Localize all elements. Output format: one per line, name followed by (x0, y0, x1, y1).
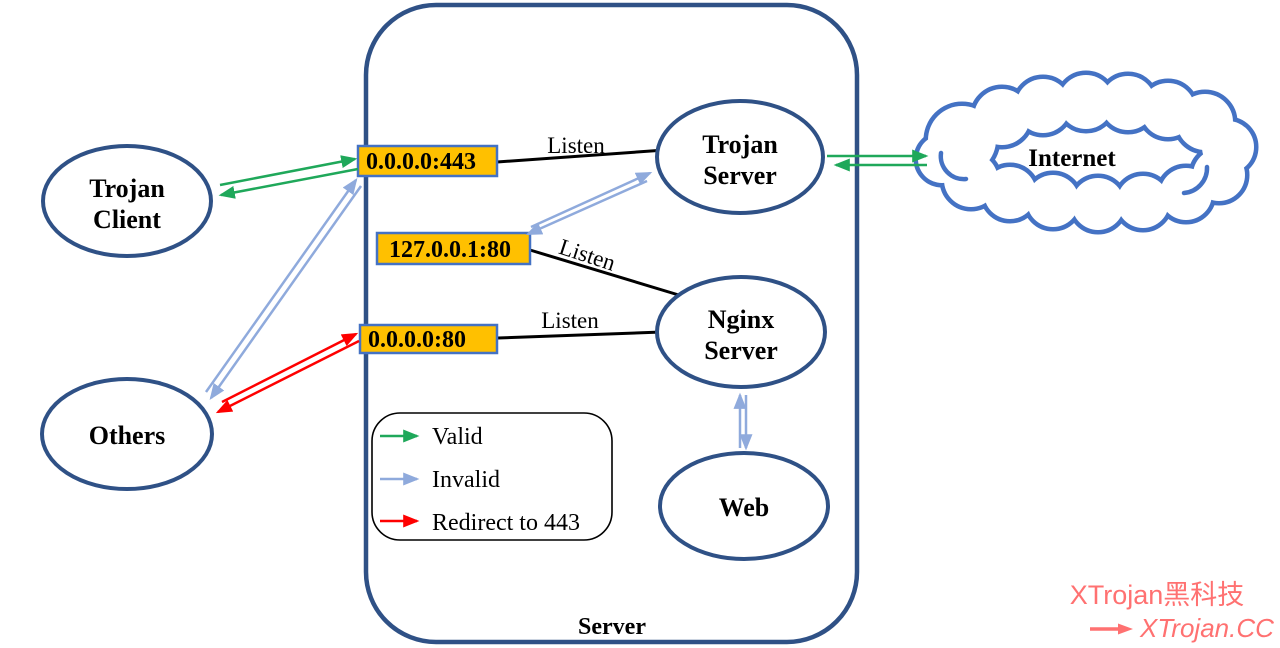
legend-label-invalid: Invalid (432, 467, 500, 493)
watermark-brand: XTrojan黑科技 (1070, 580, 1245, 610)
listen-label-loopback: Listen (556, 234, 619, 276)
invalid-arrow-trojan-to-loopback (525, 179, 648, 236)
trojan-server-label-line1: Trojan (702, 130, 778, 159)
web-label: Web (719, 493, 770, 522)
port-label-loopback: 127.0.0.1:80 (389, 237, 511, 263)
port-label-80: 0.0.0.0:80 (368, 327, 466, 353)
watermark-site: XTrojan.CC (1139, 613, 1274, 643)
node-ellipses (40, 99, 830, 561)
listen-label-80: Listen (541, 308, 599, 333)
redirect-arrow-others-to-80 (221, 332, 359, 404)
server-container-label: Server (578, 614, 646, 640)
internet-label: Internet (1028, 145, 1116, 172)
listen-label-443: Listen (547, 133, 605, 158)
legend: Valid Invalid Redirect to 443 (371, 412, 613, 541)
trojan-client-label-line1: Trojan (89, 174, 165, 203)
nginx-server-label-line1: Nginx (708, 305, 774, 334)
listen-lines (496, 148, 683, 340)
nginx-server-label-line2: Server (704, 336, 778, 365)
others-node (40, 377, 214, 491)
invalid-arrow-loopback-to-trojan (530, 171, 653, 229)
trojan-server-node (655, 99, 825, 215)
valid-arrows (218, 149, 929, 199)
port-box-loopback (375, 231, 532, 266)
nginx-server-node (655, 275, 827, 389)
others-label: Others (89, 421, 166, 450)
port-box-80 (358, 323, 499, 355)
redirect-arrow-80-to-others (215, 339, 360, 414)
invalid-arrow-others-to-443 (204, 178, 358, 393)
server-boundary-box (363, 2, 860, 645)
watermark-text-group: XTrojan黑科技 XTrojan.CC (1070, 580, 1274, 643)
invalid-arrows (204, 171, 753, 451)
legend-box (371, 412, 613, 541)
invalid-arrow-443-to-others (209, 185, 363, 400)
web-node (658, 451, 830, 561)
internet-cloud (913, 70, 1259, 235)
cloud-curl-right (1181, 164, 1210, 196)
watermark: XTrojan黑科技 XTrojan.CC (1070, 580, 1274, 643)
legend-label-redirect: Redirect to 443 (432, 510, 580, 536)
watermark-arrowhead-icon (1118, 623, 1133, 635)
trojan-server-label-line2: Server (703, 161, 777, 190)
listen-line-443 (496, 148, 666, 164)
listen-line-loopback (529, 248, 683, 298)
server-container-group (363, 2, 860, 645)
trojan-client-node (41, 144, 213, 258)
port-label-443: 0.0.0.0:443 (366, 149, 476, 175)
redirect-arrows (215, 332, 360, 414)
legend-label-valid: Valid (432, 424, 483, 450)
valid-arrow-client-to-443 (219, 155, 358, 187)
port-box-443 (356, 144, 499, 178)
valid-arrow-443-to-client (218, 167, 359, 199)
port-boxes-border (356, 144, 532, 355)
port-boxes (356, 144, 532, 355)
cloud-curl-left (938, 150, 969, 182)
trojan-client-label-line2: Client (93, 205, 161, 234)
listen-line-80 (497, 330, 663, 340)
